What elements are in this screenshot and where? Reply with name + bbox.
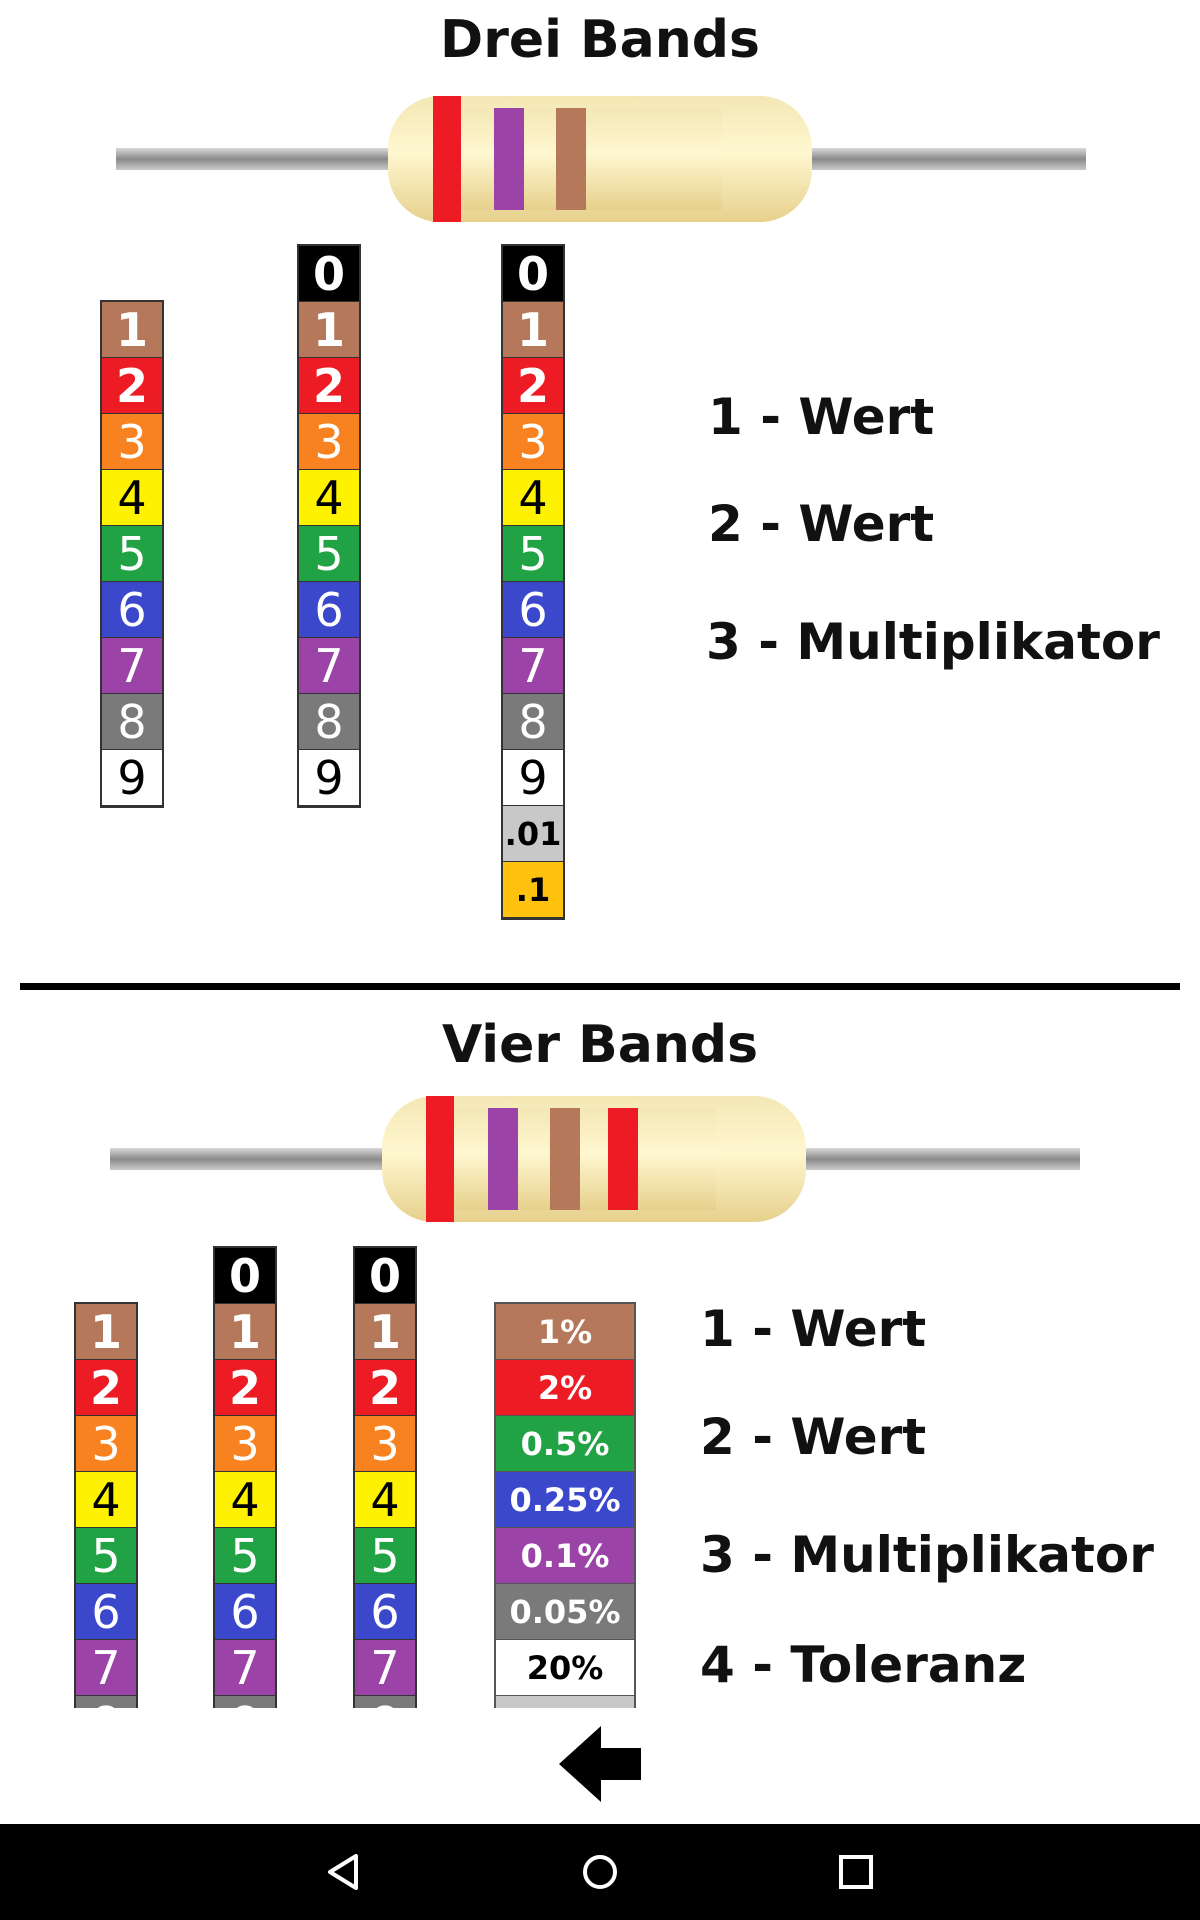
color-code-cell: 8 xyxy=(355,1696,415,1708)
color-code-cell: 1 xyxy=(299,302,359,358)
color-code-cell: 5 xyxy=(215,1528,275,1584)
color-code-cell: 2 xyxy=(355,1360,415,1416)
color-code-cell: 7 xyxy=(215,1640,275,1696)
color-code-cell: 4 xyxy=(215,1472,275,1528)
legend-item-2: 2 - Wert xyxy=(700,1408,927,1466)
tolerance-cell: 0.05% xyxy=(496,1584,634,1640)
resistor-three-band-image xyxy=(116,96,1086,222)
tolerance-cell: 0.1% xyxy=(496,1528,634,1584)
resistor-four-band-image xyxy=(110,1096,1080,1222)
nav-recents-icon[interactable] xyxy=(824,1840,888,1904)
color-code-cell: 3 xyxy=(76,1416,136,1472)
color-code-cell: 8 xyxy=(503,694,563,750)
color-code-cell: 1 xyxy=(102,302,162,358)
color-code-cell: .01 xyxy=(503,806,563,862)
color-code-cell: 7 xyxy=(355,1640,415,1696)
color-code-cell: 8 xyxy=(299,694,359,750)
legend-item-2: 2 - Wert xyxy=(708,495,935,553)
tolerance-cell: 0.5% xyxy=(496,1416,634,1472)
color-code-cell: 6 xyxy=(503,582,563,638)
tolerance-cell: 2% xyxy=(496,1360,634,1416)
color-code-cell: 1 xyxy=(503,302,563,358)
color-code-cell: 6 xyxy=(76,1584,136,1640)
color-code-cell: 5 xyxy=(102,526,162,582)
color-code-cell: 2 xyxy=(215,1360,275,1416)
color-code-cell: 3 xyxy=(503,414,563,470)
section-title-three-bands: Drei Bands xyxy=(440,10,760,70)
color-code-cell: 1 xyxy=(355,1304,415,1360)
color-code-cell: 6 xyxy=(215,1584,275,1640)
color-code-cell: 4 xyxy=(102,470,162,526)
tolerance-column-band-4: 1%2%0.5%0.25%0.1%0.05%20%10% xyxy=(494,1302,636,1708)
color-code-cell: 5 xyxy=(355,1528,415,1584)
color-code-cell: 7 xyxy=(299,638,359,694)
color-code-cell: 6 xyxy=(299,582,359,638)
color-code-cell: 7 xyxy=(102,638,162,694)
tolerance-cell: 10% xyxy=(496,1696,634,1708)
tolerance-cell: 20% xyxy=(496,1640,634,1696)
color-code-cell: 7 xyxy=(76,1640,136,1696)
system-navigation-bar xyxy=(0,1824,1200,1920)
color-code-cell: 8 xyxy=(102,694,162,750)
color-code-cell: 5 xyxy=(299,526,359,582)
tolerance-cell: 0.25% xyxy=(496,1472,634,1528)
legend-item-3: 3 - Multiplikator xyxy=(700,1526,1154,1584)
color-code-cell: 3 xyxy=(102,414,162,470)
color-code-cell: 6 xyxy=(355,1584,415,1640)
nav-back-icon[interactable] xyxy=(312,1840,376,1904)
color-code-cell: 9 xyxy=(503,750,563,806)
color-code-cell: 3 xyxy=(215,1416,275,1472)
color-code-cell: 4 xyxy=(355,1472,415,1528)
legend-item-1: 1 - Wert xyxy=(700,1300,927,1358)
nav-home-icon[interactable] xyxy=(568,1840,632,1904)
back-arrow-icon[interactable] xyxy=(555,1722,645,1806)
color-code-cell: 2 xyxy=(503,358,563,414)
color-code-cell: 0 xyxy=(215,1248,275,1304)
color-code-cell: 6 xyxy=(102,582,162,638)
color-code-cell: 7 xyxy=(503,638,563,694)
color-code-cell: 1 xyxy=(76,1304,136,1360)
color-code-cell: 3 xyxy=(299,414,359,470)
color-code-cell: 8 xyxy=(215,1696,275,1708)
tolerance-cell: 1% xyxy=(496,1304,634,1360)
color-code-cell: 5 xyxy=(76,1528,136,1584)
color-code-cell: .1 xyxy=(503,862,563,918)
legend-item-4: 4 - Toleranz xyxy=(700,1636,1027,1694)
color-code-cell: 5 xyxy=(503,526,563,582)
section-divider xyxy=(20,983,1180,990)
legend-item-3: 3 - Multiplikator xyxy=(706,613,1160,671)
color-code-cell: 2 xyxy=(76,1360,136,1416)
color-code-cell: 2 xyxy=(102,358,162,414)
color-code-cell: 0 xyxy=(299,246,359,302)
color-code-cell: 3 xyxy=(355,1416,415,1472)
color-code-cell: 0 xyxy=(503,246,563,302)
color-code-cell: 9 xyxy=(299,750,359,806)
legend-item-1: 1 - Wert xyxy=(708,388,935,446)
color-code-cell: 1 xyxy=(215,1304,275,1360)
color-code-cell: 8 xyxy=(76,1696,136,1708)
color-code-cell: 4 xyxy=(76,1472,136,1528)
section-title-four-bands: Vier Bands xyxy=(441,1015,759,1075)
color-code-cell: 4 xyxy=(299,470,359,526)
color-code-cell: 2 xyxy=(299,358,359,414)
color-code-cell: 0 xyxy=(355,1248,415,1304)
color-code-cell: 4 xyxy=(503,470,563,526)
color-code-cell: 9 xyxy=(102,750,162,806)
